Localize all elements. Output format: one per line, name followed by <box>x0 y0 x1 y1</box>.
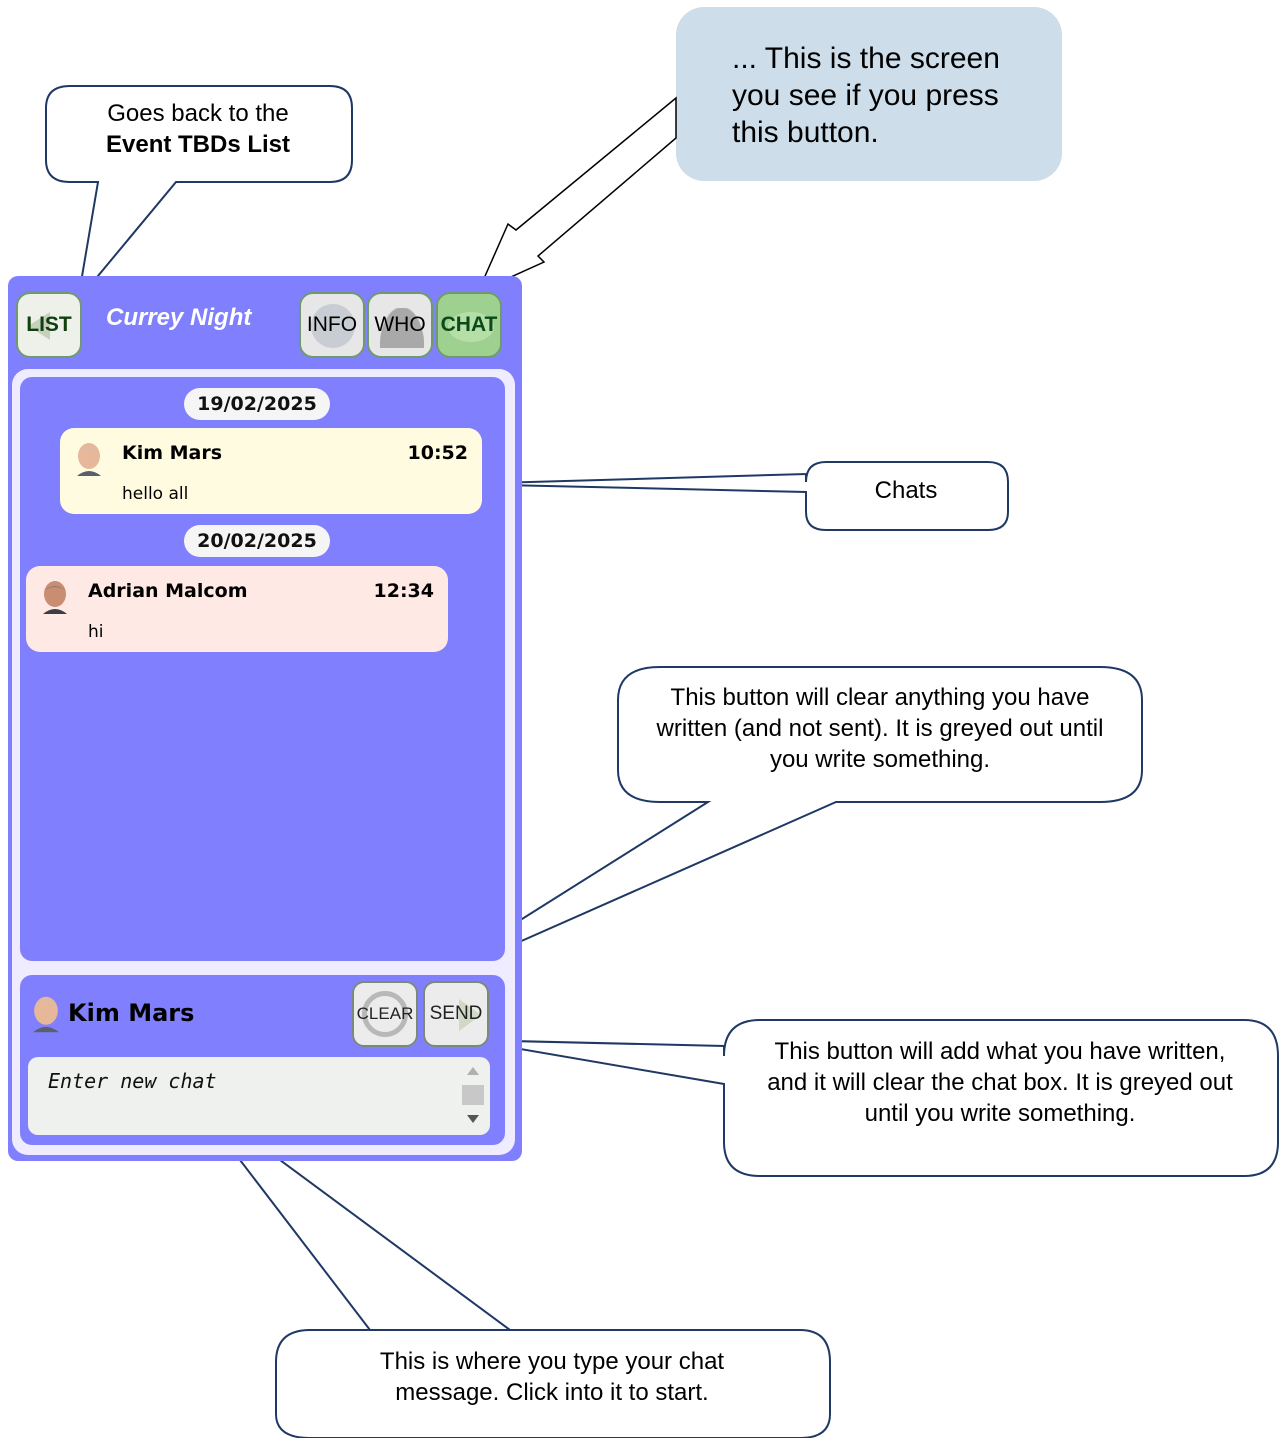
send-button[interactable]: SEND <box>423 981 489 1047</box>
info-button-label: INFO <box>306 313 358 336</box>
clear-callout-text: This button will clear anything you have… <box>656 684 1104 773</box>
chat-message: Adrian Malcom 12:34 hi <box>26 566 448 652</box>
current-user-name: Kim Mars <box>68 999 195 1027</box>
chat-message: Kim Mars 10:52 hello all <box>60 428 482 514</box>
info-button[interactable]: INFO <box>299 292 365 358</box>
scroll-thumb[interactable] <box>462 1085 484 1105</box>
chat-screen-callout-text: ... This is the screen you see if you pr… <box>732 42 1000 149</box>
clear-icon <box>362 991 408 1037</box>
input-scrollbar[interactable] <box>460 1059 486 1133</box>
chat-button-label: CHAT <box>440 313 498 336</box>
chat-screen-panel: LIST Currey Night INFO WHO CHAT 19/02/20… <box>8 276 522 1161</box>
back-arrow-icon <box>28 312 50 340</box>
avatar <box>43 581 67 614</box>
message-text: hi <box>88 622 104 642</box>
message-sender: Adrian Malcom <box>88 580 248 602</box>
person-icon <box>380 308 424 348</box>
chat-messages-area[interactable]: 19/02/2025 Kim Mars 10:52 hello all 20/0… <box>20 377 505 961</box>
input-callout-text: This is where you type your chat message… <box>379 1348 725 1406</box>
send-button-label: SEND <box>429 1003 483 1024</box>
info-icon <box>311 304 355 348</box>
list-callout-text: Goes back to the Event TBDs List <box>50 98 346 160</box>
compose-area: Kim Mars CLEAR SEND <box>20 975 505 1145</box>
clear-button[interactable]: CLEAR <box>352 981 418 1047</box>
message-time: 12:34 <box>373 580 434 602</box>
scroll-up-icon[interactable] <box>467 1067 479 1075</box>
clear-button-label: CLEAR <box>356 1004 414 1023</box>
message-time: 10:52 <box>407 442 468 464</box>
list-callout-line1: Goes back to the <box>107 100 289 127</box>
list-button[interactable]: LIST <box>16 292 82 358</box>
list-button-label: LIST <box>26 313 72 336</box>
who-button[interactable]: WHO <box>367 292 433 358</box>
message-sender: Kim Mars <box>122 442 223 464</box>
avatar <box>33 996 59 1033</box>
chat-button[interactable]: CHAT <box>436 292 502 358</box>
send-callout-text: This button will add what you have writt… <box>767 1038 1233 1127</box>
date-separator: 19/02/2025 <box>184 388 330 420</box>
who-button-label: WHO <box>374 313 426 336</box>
list-callout-line2: Event TBDs List <box>50 129 346 160</box>
list-callout-bold: Event TBDs List <box>105 131 291 158</box>
date-separator: 20/02/2025 <box>184 525 330 557</box>
scroll-down-icon[interactable] <box>467 1115 479 1123</box>
chat-screen-callout-arrow <box>476 96 677 294</box>
chat-message-input[interactable] <box>28 1057 490 1135</box>
message-text: hello all <box>122 484 189 504</box>
avatar <box>77 443 101 476</box>
chats-callout-text: Chats <box>874 477 938 504</box>
content-frame: 19/02/2025 Kim Mars 10:52 hello all 20/0… <box>12 369 515 1155</box>
speech-bubble-icon <box>448 312 494 342</box>
event-title: Currey Night <box>106 304 252 331</box>
